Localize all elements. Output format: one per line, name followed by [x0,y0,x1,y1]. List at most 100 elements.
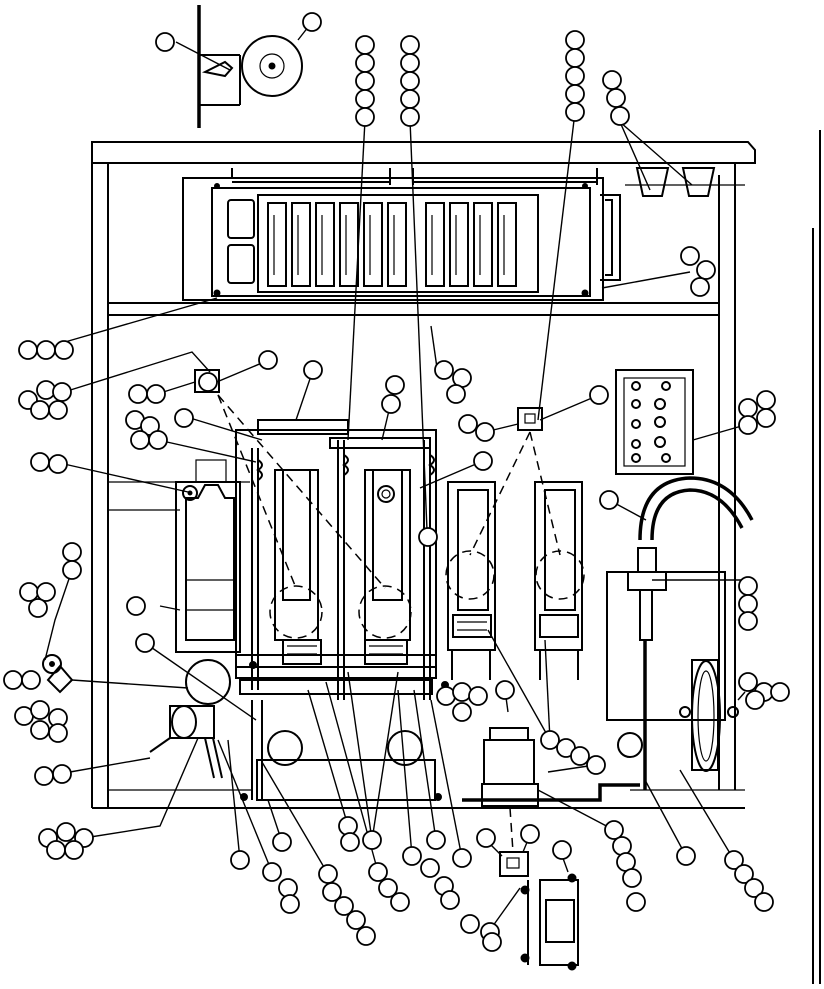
callout-bubble [302,12,322,32]
callout-bubble [62,560,82,580]
callout-bubble [756,408,776,428]
callout-bubble [52,382,72,402]
callout-bubble [434,360,454,380]
callout-bubble [540,730,560,750]
callout-bubble [378,878,398,898]
callout-bubble [473,451,493,471]
bottom-inset-relay [499,807,579,971]
left-contactor-panel [175,459,241,653]
callout-bubble [36,582,56,602]
callout-bubble [402,846,422,866]
callout-bubble [452,682,472,702]
callout-bubble [355,107,375,127]
callout-bubble [738,611,758,631]
callout-bubble [738,415,758,435]
top-right-brackets [625,167,745,197]
callout-bubble [126,596,146,616]
callout-bubble [198,372,218,392]
callout-bubble [362,830,382,850]
callout-bubble [606,88,626,108]
callout-bubble [278,878,298,898]
callout-bubble [724,850,744,870]
callout-bubble [390,892,410,912]
callout-bubble [495,680,515,700]
callout-bubble [589,385,609,405]
callout-bubble [622,868,642,888]
callout-bubble [355,89,375,109]
callout-bubble [756,390,776,410]
callout-bubble [368,862,388,882]
callout-bubble [62,542,82,562]
callout-bubble [482,932,502,952]
leader-lines [44,21,746,931]
callout-bubble [612,836,632,856]
callout-bubble [34,766,54,786]
callout-bubble [599,490,619,510]
callout-bubble [400,71,420,91]
callout-bubble [738,398,758,418]
callout-bubble [565,102,585,122]
callout-bubble [475,422,495,442]
callout-bubble [135,633,155,653]
callout-bubble [738,672,758,692]
callout-bubble [230,850,250,870]
callout-bubble [322,882,342,902]
cable-and-transformer [606,476,754,790]
callout-bubble [155,32,175,52]
callout-bubble [18,340,38,360]
callout-bubble [385,375,405,395]
callout-bubble [280,894,300,914]
callout-bubble [476,828,496,848]
callout-bubble [19,582,39,602]
callout-bubble [738,576,758,596]
callout-bubble [303,360,323,380]
callout-bubble [770,682,790,702]
callout-bubble [446,384,466,404]
callout-bubble [334,896,354,916]
callout-bubble [565,48,585,68]
callout-bubble [400,107,420,127]
callout-bubble [54,340,74,360]
callout-bubble [30,452,50,472]
right-terminal-block [615,369,694,475]
callout-bubble [381,394,401,414]
callout-bubble [3,670,23,690]
callout-bubble [744,878,764,898]
callout-bubble [130,430,150,450]
callout-bubble [46,840,66,860]
callout-bubble [52,764,72,784]
callout-bubble [754,892,774,912]
callout-bubble [452,702,472,722]
callout-bubble [355,71,375,91]
callout-bubble [400,89,420,109]
callout-bubble [355,35,375,55]
callout-bubble [174,408,194,428]
callout-bubble [272,832,292,852]
callout-bubble [565,30,585,50]
callout-bubble [570,746,590,766]
callout-bubble [676,846,696,866]
callout-bubble [552,840,572,860]
callout-bubble [48,400,68,420]
callout-bubble [30,400,50,420]
callout-bubble [734,864,754,884]
callout-bubble [262,862,282,882]
callout-bubble [36,380,56,400]
top-inset-spool-assembly [197,5,303,128]
callout-bubbles [3,12,790,952]
callout-bubble [338,816,358,836]
callout-bubble [610,106,630,126]
callout-bubble [48,454,68,474]
callout-bubble [356,926,376,946]
callout-bubble [738,594,758,614]
callout-bubble [604,820,624,840]
relay-modules [194,369,561,589]
callout-bubble [426,830,446,850]
callout-bubble [128,384,148,404]
callout-bubble [346,910,366,930]
callout-bubble [318,864,338,884]
callout-bubble [520,824,540,844]
callout-bubble [148,430,168,450]
